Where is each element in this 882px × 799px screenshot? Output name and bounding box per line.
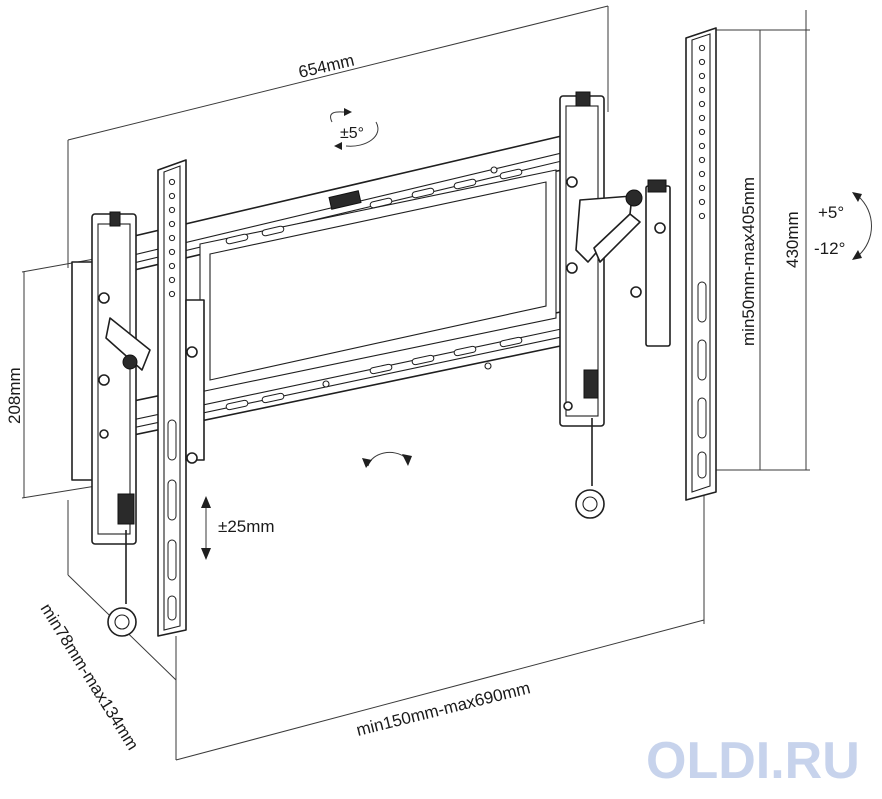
dimension-lines [21,5,810,761]
tilt-top-label: ±5° [340,125,364,142]
watermark-logo: OLDI.RU [646,732,860,790]
rail-height-label: 208mm [5,367,24,424]
width-total-label: 654mm [297,51,357,82]
right-mounting-bracket [559,91,671,519]
vesa-vertical-label: min50mm-max405mm [739,177,758,346]
left-arm-holes [167,178,177,621]
tilt-range-down-label: -12° [814,239,845,258]
left-vertical-arm [157,159,205,637]
rotate-arrow-icon [362,451,412,468]
height-total-label: 430mm [783,211,802,268]
up-down-arrow-icon [201,496,211,560]
left-mounting-bracket [71,211,151,637]
right-arm-holes [697,44,707,479]
vesa-horizontal-label: min150mm-max690mm [354,678,532,740]
vertical-adjust-label: ±25mm [218,517,275,536]
tilt-range-up-label: +5° [818,203,844,222]
rotate-arrow-icon [330,108,379,150]
right-vertical-arm [685,27,717,501]
curved-arrow-icon [852,192,872,260]
